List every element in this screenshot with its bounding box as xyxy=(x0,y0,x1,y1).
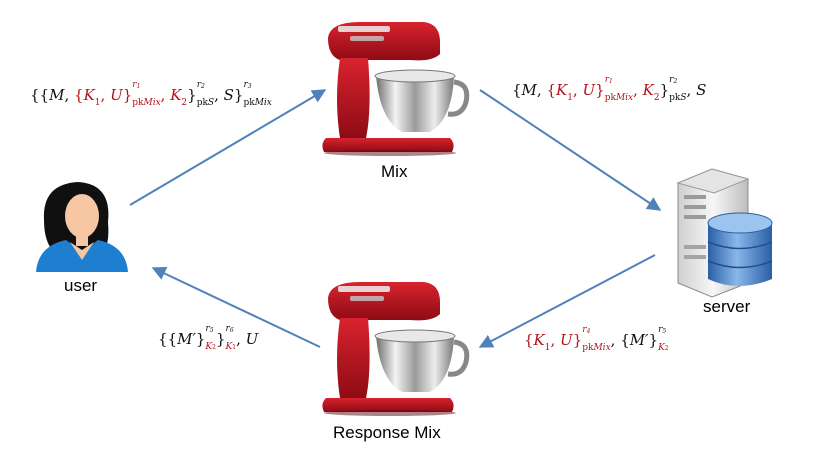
arrow-server-to-response-mix xyxy=(478,254,656,348)
arrow-user-to-mix xyxy=(129,89,327,206)
stand-mixer-icon xyxy=(322,22,466,156)
response-mix-label: Response Mix xyxy=(333,423,441,442)
arrow-mix-to-server xyxy=(479,89,662,211)
arrow-response-mix-to-user xyxy=(151,267,321,348)
server-label: server xyxy=(703,297,751,316)
database-server-icon xyxy=(676,168,773,298)
mix-label: Mix xyxy=(381,162,408,181)
stand-mixer-icon xyxy=(322,282,466,416)
user-label: user xyxy=(64,276,98,295)
user-icon xyxy=(36,182,128,272)
